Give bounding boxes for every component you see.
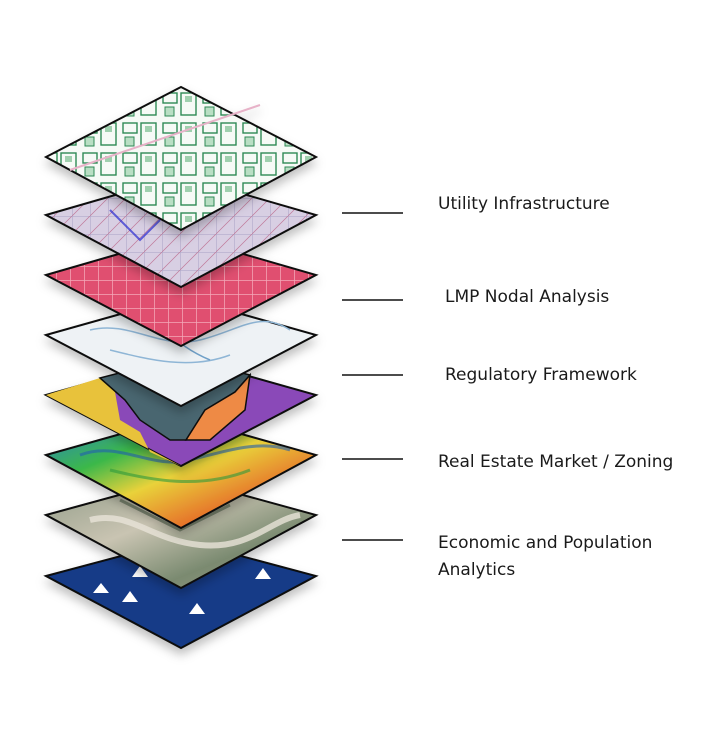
layer-satellite: [43, 476, 319, 590]
layer-parcels: [43, 85, 319, 232]
marker-triangle-icon: [189, 603, 205, 614]
label-real-estate-zoning: Real Estate Market / Zoning: [438, 452, 673, 472]
label-economic-population-line1: Economic and Population: [438, 533, 652, 553]
layer-hydrology: [43, 295, 319, 408]
label-regulatory-framework: Regulatory Framework: [445, 365, 637, 385]
marker-triangle-icon: [255, 568, 271, 579]
marker-triangle-icon: [93, 583, 109, 593]
marker-triangle-icon: [122, 591, 138, 602]
label-economic-population-line2: Analytics: [438, 560, 515, 580]
label-lmp-nodal-analysis: LMP Nodal Analysis: [445, 287, 609, 307]
marker-triangle-icon: [132, 566, 148, 577]
label-utility-infrastructure: Utility Infrastructure: [438, 194, 610, 214]
